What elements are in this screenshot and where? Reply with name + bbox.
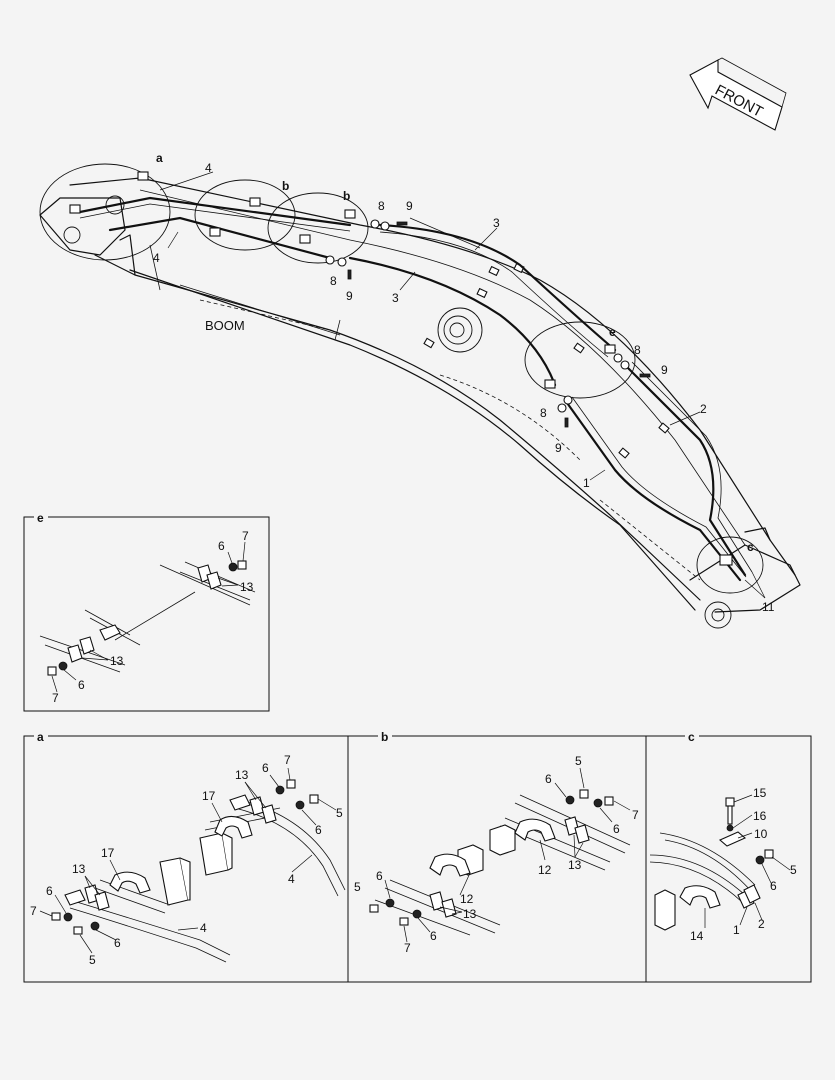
boom-structure [39,177,801,629]
label-9b: 9 [346,289,353,303]
b-label-12a: 12 [538,863,552,877]
detail-e: e 6 7 13 13 7 6 [23,510,270,712]
callout-circle-e [524,321,636,399]
callout-circle-b2 [267,192,369,264]
c-label-16: 16 [753,809,767,823]
e-label-13a: 13 [240,580,254,594]
detail-a: a [30,729,346,967]
label-3b: 3 [392,291,399,305]
callout-b2: b [343,189,350,203]
front-arrow-icon: FRONT [689,57,787,131]
callout-circle-c [696,536,764,594]
a-label-4b: 4 [200,921,207,935]
b-label-5b: 5 [354,880,361,894]
callout-e: e [609,325,616,339]
label-8a: 8 [378,199,385,213]
label-4b: 4 [153,251,160,265]
c-label-2: 2 [758,917,765,931]
pipe-1 [563,396,747,582]
label-11: 11 [762,600,775,614]
detail-c: c 15 16 10 5 6 14 [649,729,797,943]
detail-b: b [354,729,639,955]
a-label-5b: 5 [89,953,96,967]
detail-b-title: b [381,730,388,744]
label-9a: 9 [406,199,413,213]
b-label-6d: 6 [430,929,437,943]
pipe-3 [348,223,617,387]
a-label-7a: 7 [284,753,291,767]
label-8d: 8 [540,406,547,420]
a-label-17a: 17 [202,789,216,803]
label-9d: 9 [555,441,562,455]
a-label-13b: 13 [72,862,86,876]
callout-circle-b1 [194,179,296,251]
a-label-6a: 6 [262,761,269,775]
pipe-4 [78,196,352,260]
c-label-14: 14 [690,929,704,943]
callout-circle-a [39,163,171,261]
c-label-15: 15 [753,786,767,800]
a-label-4a: 4 [288,872,295,886]
b-label-6a: 6 [545,772,552,786]
label-1: 1 [583,476,590,490]
label-4a: 4 [205,161,212,175]
a-label-7b: 7 [30,904,37,918]
e-label-7a: 7 [242,529,249,543]
callout-b1: b [282,179,289,193]
b-label-6c: 6 [376,869,383,883]
callout-a: a [156,151,163,165]
e-label-13b: 13 [110,654,124,668]
label-2: 2 [700,402,707,416]
b-label-13b: 13 [463,907,477,921]
e-label-7b: 7 [52,691,59,705]
a-label-6c: 6 [46,884,53,898]
c-label-10: 10 [754,827,768,841]
b-label-13a: 13 [568,858,582,872]
b-label-5a: 5 [575,754,582,768]
b-label-7b: 7 [404,941,411,955]
a-label-13a: 13 [235,768,249,782]
e-label-6b: 6 [78,678,85,692]
c-label-1: 1 [733,923,740,937]
a-label-5a: 5 [336,806,343,820]
b-label-12b: 12 [460,892,474,906]
c-label-6: 6 [770,879,777,893]
a-label-6b: 6 [315,823,322,837]
details-frame [23,735,812,983]
detail-e-title: e [37,511,44,525]
a-label-6d: 6 [114,936,121,950]
detail-c-title: c [688,730,695,744]
b-label-7a: 7 [632,808,639,822]
b-label-6b: 6 [613,822,620,836]
label-8b: 8 [330,274,337,288]
label-8c: 8 [634,343,641,357]
detail-a-title: a [37,730,44,744]
c-label-5: 5 [790,863,797,877]
pipe-2 [623,361,753,577]
callout-c: c [747,540,754,554]
label-3a: 3 [493,216,500,230]
a-label-17b: 17 [101,846,115,860]
e-label-6a: 6 [218,539,225,553]
boom-label: BOOM [205,318,245,333]
label-9c: 9 [661,363,668,377]
